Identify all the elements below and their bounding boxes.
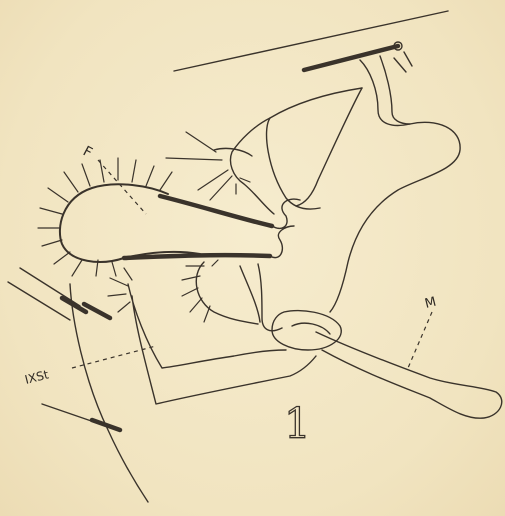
mid-lobe [196, 262, 258, 324]
dorsal-stalk [330, 60, 460, 312]
ninth-sternite [128, 284, 316, 404]
central-bulb [272, 311, 341, 350]
leader-m [408, 312, 432, 368]
label-f: F [80, 143, 95, 161]
mid-lobe-bristles [182, 260, 218, 322]
leader-f [98, 160, 146, 214]
left-seta-3-hair [42, 404, 100, 424]
left-seta-2-hair [8, 282, 70, 320]
lobe-lower-edge [231, 118, 275, 214]
top-long-line [174, 11, 448, 71]
small-bristle-lobe [214, 148, 252, 156]
top-knob-hair [394, 52, 412, 72]
cercus-lower-seta [124, 255, 270, 258]
upper-lobe [267, 88, 362, 209]
cercus-upper-seta [160, 196, 272, 226]
label-m: M [423, 295, 438, 312]
central-bulb-inner [292, 323, 330, 334]
label-ixst: IXSt [23, 367, 50, 386]
aedeagus-m [316, 332, 502, 418]
upper-lobe-inner [296, 88, 362, 206]
left-seta-3 [92, 420, 120, 430]
sternite-bristles [108, 268, 132, 312]
small-lobe-bristles [166, 132, 250, 200]
dorsal-stalk-inner [380, 56, 410, 124]
left-seta-1-hair [20, 268, 80, 306]
figure-number: 1 [284, 399, 311, 448]
